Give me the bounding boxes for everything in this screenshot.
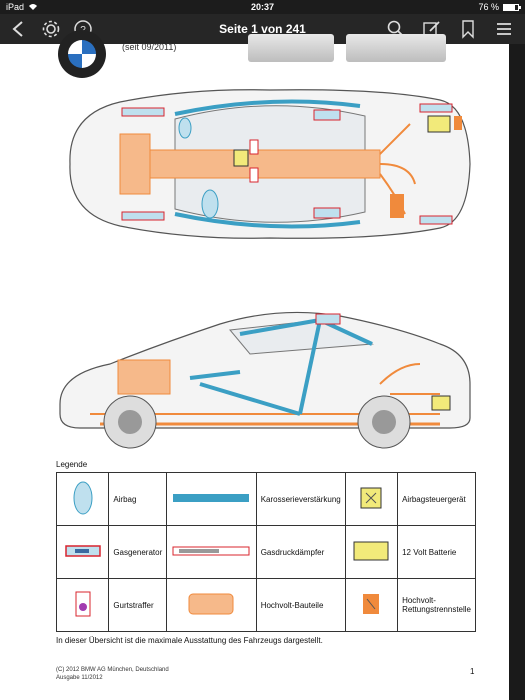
- document-page: (seit 09/2011): [0, 30, 525, 700]
- legend-symbol-hv-disconnect: [344, 578, 399, 632]
- legend-symbol-hv-component: [166, 578, 257, 632]
- legend-label-battery-12v: 12 Volt Batterie: [397, 525, 476, 579]
- legend-symbol-gas-generator: [55, 525, 110, 579]
- battery-icon: [503, 3, 521, 11]
- edition-line: Ausgabe 11/2012: [56, 675, 103, 681]
- legend-label-gas-damper: Gasdruckdämpfer: [255, 525, 346, 579]
- page-number: 1: [470, 667, 475, 676]
- menu-icon: [497, 23, 511, 35]
- footer: (C) 2012 BMW AG München, Deutschland Aus…: [56, 666, 169, 682]
- model-since-label: (seit 09/2011): [122, 42, 177, 52]
- settings-icon: [42, 20, 60, 38]
- back-button[interactable]: [8, 18, 30, 40]
- page-scrollbar[interactable]: [509, 44, 525, 700]
- device-label: iPad: [6, 2, 25, 12]
- bookmark-icon: [462, 20, 474, 39]
- menu-button[interactable]: [493, 18, 515, 40]
- status-bar: iPad 20:37 76 %: [0, 0, 525, 14]
- car-top-view-diagram: [69, 89, 471, 239]
- document-page-title: Seite 1 von 241: [219, 22, 306, 36]
- legend-label-airbag: Airbag: [108, 472, 168, 526]
- car-thumbnail-rear: [346, 34, 446, 62]
- legend-label-gas-generator: Gasgenerator: [108, 525, 168, 579]
- bookmark-button[interactable]: [457, 18, 479, 40]
- settings-button[interactable]: [40, 18, 62, 40]
- legend-table: Airbag Karosserieverstärkung Airbagsteue…: [55, 472, 476, 632]
- legend-label-airbag-control: Airbagsteuergerät: [397, 472, 476, 526]
- legend-label-hv-disconnect: Hochvolt-Rettungstrennstelle: [397, 578, 476, 632]
- legend-symbol-airbag-control: [344, 472, 399, 526]
- equipment-note: In dieser Übersicht ist die maximale Aus…: [56, 636, 323, 645]
- legend-symbol-airbag: [55, 472, 110, 526]
- copyright-line: (C) 2012 BMW AG München, Deutschland: [56, 667, 169, 673]
- legend-symbol-battery-12v: [344, 525, 399, 579]
- legend-symbol-belt-tensioner: [55, 578, 110, 632]
- legend-label-reinforcement: Karosserieverstärkung: [255, 472, 346, 526]
- legend-symbol-reinforcement: [166, 472, 257, 526]
- bmw-logo: [58, 30, 106, 78]
- back-icon: [12, 21, 23, 37]
- legend-label-belt-tensioner: Gurtstraffer: [108, 578, 168, 632]
- legend-symbol-gas-damper: [166, 525, 257, 579]
- status-time: 20:37: [250, 2, 275, 12]
- legend-title: Legende: [56, 460, 88, 469]
- battery-text: 76 %: [478, 2, 499, 12]
- car-thumbnail-front: [248, 34, 334, 62]
- wifi-icon: [29, 4, 38, 10]
- legend-label-hv-component: Hochvolt-Bauteile: [255, 578, 346, 632]
